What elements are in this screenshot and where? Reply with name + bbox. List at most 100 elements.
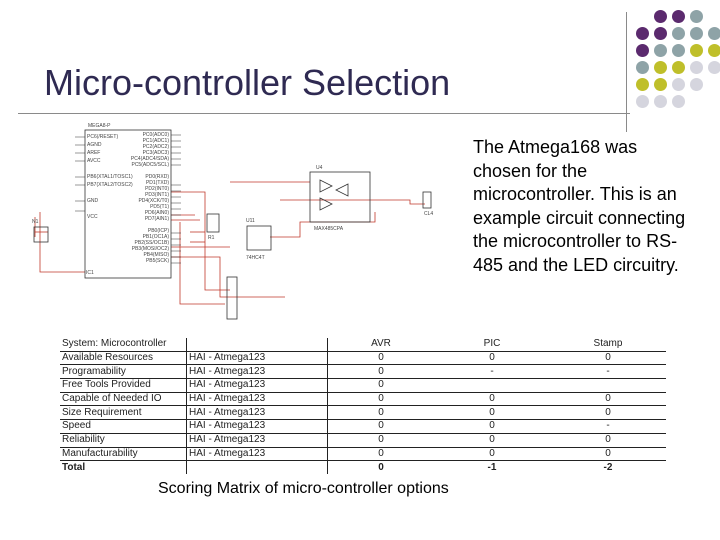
dot xyxy=(636,61,649,74)
dot xyxy=(654,27,667,40)
table-cell: 0 xyxy=(327,419,434,434)
chip-right-pin-label: PD6(AIN0) xyxy=(145,210,170,216)
dot xyxy=(708,27,720,40)
table-cell: 0 xyxy=(327,392,434,407)
dot xyxy=(690,61,703,74)
table-cell: Total xyxy=(62,461,86,473)
table-spacer-cell xyxy=(291,378,328,393)
connector-left-label: N1 xyxy=(32,219,39,225)
dot xyxy=(672,61,685,74)
chip-ref-label: IC1 xyxy=(86,270,94,276)
table-cell: 0 xyxy=(434,433,550,448)
table-cell: HAI - Atmega123 xyxy=(186,405,291,421)
dot xyxy=(636,27,649,40)
chip-right-pin-label: PB3(MOSI/OC2) xyxy=(132,246,170,252)
dot xyxy=(708,61,720,74)
table-spacer-cell xyxy=(291,351,328,366)
table-cell: 0 xyxy=(327,460,434,474)
chip-left-pin-label: PB7(XTAL2/TOSC2) xyxy=(87,182,133,188)
table-cell: 0 xyxy=(327,405,434,421)
table-cell: HAI - Atmega123 xyxy=(186,351,291,366)
table-spacer-cell xyxy=(291,447,328,462)
table-cell xyxy=(550,378,666,393)
dot xyxy=(690,10,703,23)
dot xyxy=(654,44,667,57)
table-spacer-cell xyxy=(291,338,328,352)
table-cell: AVR xyxy=(327,338,434,352)
connector-right-label: CL4 xyxy=(424,211,433,217)
dot xyxy=(690,78,703,91)
dot xyxy=(636,44,649,57)
dot xyxy=(672,78,685,91)
dot xyxy=(672,10,685,23)
chip-right-pin-label: PB2(SS/OC1B) xyxy=(135,240,170,246)
chip-left-pin-label: VCC xyxy=(87,214,98,220)
rs485-name-label: MAX485CPA xyxy=(314,226,344,232)
dot xyxy=(654,95,667,108)
chip-right-pin-label: PC0(ADC0) xyxy=(143,132,170,138)
table-spacer-cell xyxy=(291,405,328,421)
led-ref-label: U11 xyxy=(246,218,255,224)
table-spacer-cell xyxy=(291,392,328,407)
circuit-schematic: MEGA8-P IC1 PC6(/RESET)AGNDAREFAVCCPB6(X… xyxy=(32,123,433,320)
chip-right-pin-label: PB4(MISO) xyxy=(143,252,169,258)
dot xyxy=(690,44,703,57)
dot xyxy=(636,78,649,91)
table-cell: 0 xyxy=(434,447,550,462)
table-cell: 0 xyxy=(434,392,550,407)
title-vertical-rule xyxy=(626,12,627,132)
table-cell: - xyxy=(434,364,550,380)
table-spacer-cell xyxy=(291,433,328,448)
chip-right-pin-label: PC2(ADC2) xyxy=(143,144,170,150)
table-cell: 0 xyxy=(434,351,550,366)
table-cell: Manufacturability xyxy=(60,447,187,462)
table-cell: Speed xyxy=(60,419,187,434)
table-cell xyxy=(186,460,291,474)
chip-name-label: MEGA8-P xyxy=(88,123,111,129)
table-cell: 0 xyxy=(327,364,434,380)
table-cell: Free Tools Provided xyxy=(60,378,187,393)
slide-title: Micro-controller Selection xyxy=(44,62,451,103)
table-cell: System: Microcontroller xyxy=(60,338,187,352)
chip-right-pin-label: PD4(XCK/T0) xyxy=(138,198,169,204)
chip-right-pin-label: PD3(INT1) xyxy=(145,192,169,198)
dot xyxy=(672,27,685,40)
table-cell: HAI - Atmega123 xyxy=(186,392,291,407)
dot xyxy=(672,44,685,57)
chip-right-pin-label: PB5(SCK) xyxy=(146,258,169,264)
table-cell: PIC xyxy=(434,338,550,352)
table-cell: 0 xyxy=(327,433,434,448)
table-cell xyxy=(186,338,291,352)
title-horizontal-rule xyxy=(18,113,630,114)
table-cell xyxy=(434,378,550,393)
table-cell: 0 xyxy=(550,433,666,448)
matrix-caption: Scoring Matrix of micro-controller optio… xyxy=(158,480,449,497)
dot xyxy=(654,78,667,91)
table-cell: 0 xyxy=(327,447,434,462)
table-cell: - xyxy=(550,419,666,434)
table-cell: 0 xyxy=(327,351,434,366)
dot xyxy=(672,95,685,108)
table-cell: 0 xyxy=(434,405,550,421)
table-cell: - xyxy=(550,364,666,380)
chip-right-pin-label: PC3(ADC3) xyxy=(143,150,170,156)
table-cell: -1 xyxy=(487,461,497,473)
dot xyxy=(636,95,649,108)
description-text: The Atmega168 was chosen for the microco… xyxy=(473,137,686,275)
table-cell: HAI - Atmega123 xyxy=(186,447,291,462)
chip-right-pin-label: PD0(RXD) xyxy=(145,174,169,180)
chip-left-pin-label: PB6(XTAL1/TOSC1) xyxy=(87,174,133,180)
chip-left-pin-label: AVCC xyxy=(87,158,101,164)
table-spacer-cell xyxy=(291,364,328,380)
chip-left-pin-label: GND xyxy=(87,198,99,204)
